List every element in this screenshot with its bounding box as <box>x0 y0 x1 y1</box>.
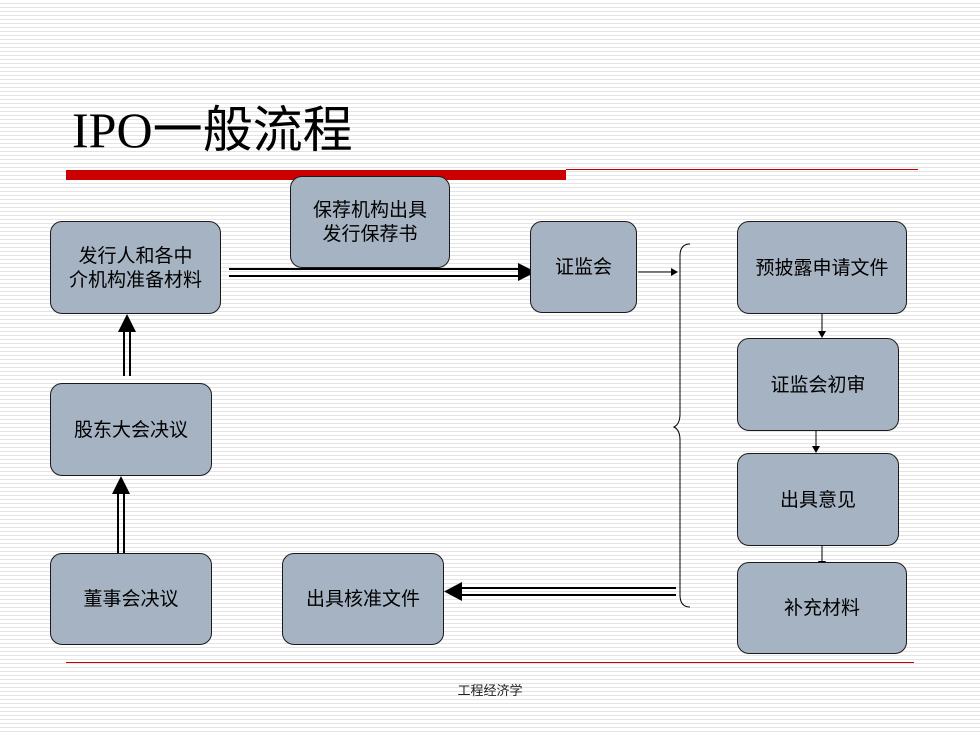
node-issue-opinion: 出具意见 <box>737 453 899 546</box>
node-csrc-initial-review: 证监会初审 <box>737 338 899 431</box>
arrow-prelisting-to-review-head <box>818 331 826 338</box>
arrow-to-approval-head <box>444 582 462 601</box>
node-shareholders-resolution: 股东大会决议 <box>50 383 212 476</box>
page-title: IPO一般流程 <box>72 102 353 158</box>
title-underline-bar <box>66 170 566 180</box>
node-board-resolution: 董事会决议 <box>50 553 212 645</box>
node-supplementary-materials: 补充材料 <box>737 562 907 654</box>
arrow-shareholders-to-issuer-head <box>118 314 136 332</box>
footer-rule <box>66 662 914 663</box>
arrow-board-to-shareholders-head <box>112 476 130 494</box>
footer-text: 工程经济学 <box>457 684 523 699</box>
arrow-csrc-to-process-head <box>671 268 678 276</box>
node-sponsor-letter: 保荐机构出具 发行保荐书 <box>290 176 450 268</box>
node-issuer-prepares-materials: 发行人和各中 介机构准备材料 <box>50 221 221 314</box>
arrow-issuer-to-csrc-head <box>518 263 536 281</box>
process-bracket <box>672 243 691 608</box>
arrow-review-to-opinion-head <box>812 446 820 453</box>
node-prelisting-disclosure: 预披露申请文件 <box>737 221 907 314</box>
title-underline-thin <box>566 169 918 170</box>
node-csrc: 证监会 <box>530 221 637 313</box>
node-approval-document: 出具核准文件 <box>282 553 444 645</box>
